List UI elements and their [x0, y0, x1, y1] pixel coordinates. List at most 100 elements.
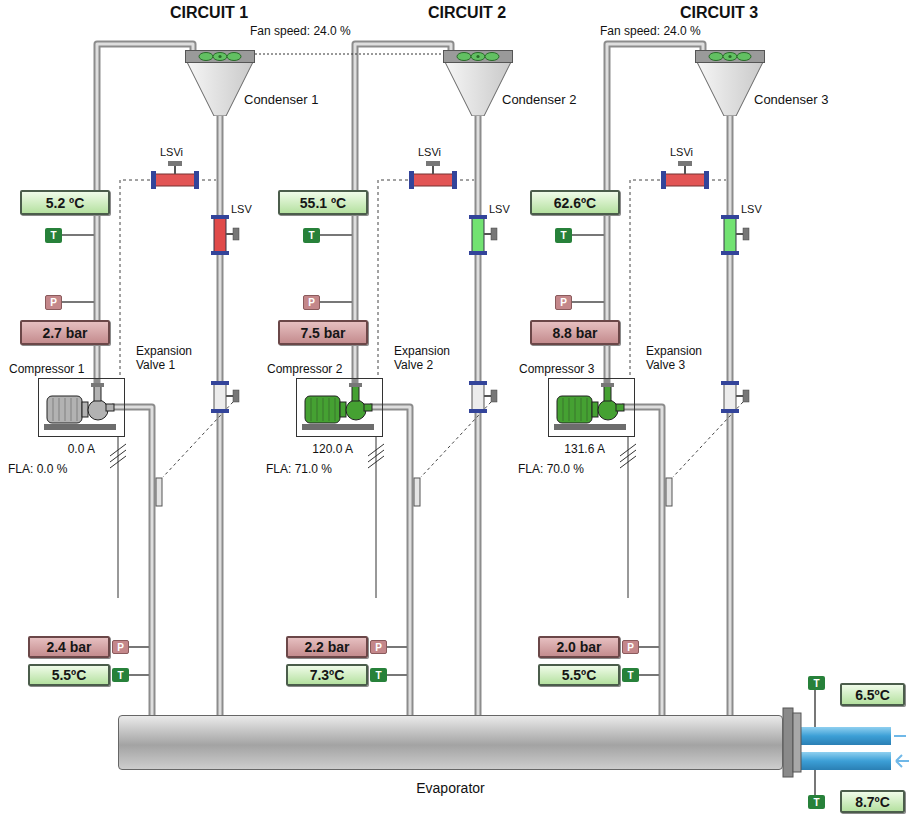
compressor-box: Compressor 1	[38, 378, 125, 437]
valve-label: LSVi	[160, 146, 183, 158]
fan-speed: Fan speed: 24.0 %	[600, 24, 701, 38]
pressure-sensor: P	[303, 295, 320, 310]
evaporator: Evaporator	[118, 715, 783, 770]
circuit-hardware	[60, 161, 239, 675]
refrigerant-pipe	[125, 407, 152, 715]
node-text: 2.4 bar	[46, 639, 91, 655]
temperature-sensor: T	[808, 795, 825, 809]
node-text: 8.8 bar	[552, 325, 597, 341]
valve-label: LSVi	[670, 146, 693, 158]
circuit-hardware	[318, 161, 497, 675]
temperature-sensor: T	[303, 228, 320, 243]
node-text: P	[375, 642, 382, 653]
node-text: T	[50, 230, 56, 241]
compressor-symbol	[44, 383, 116, 430]
temperature-display: 62.6ºC	[530, 190, 620, 215]
node-text: Condenser 2	[502, 92, 576, 107]
circuit-title: CIRCUIT 3	[680, 4, 758, 22]
pressure-display: 2.2 bar	[286, 636, 368, 658]
node-text: T	[560, 230, 566, 241]
temperature-display: 8.7ºC	[840, 790, 905, 813]
pressure-display: 8.8 bar	[530, 320, 620, 345]
current-reading: 131.6 A	[525, 442, 605, 456]
pressure-display: 2.4 bar	[28, 636, 110, 658]
compressor-symbol	[302, 383, 374, 430]
pressure-sensor: P	[622, 640, 639, 654]
refrigerant-pipe	[635, 407, 662, 715]
node-text: P	[308, 297, 315, 308]
temperature-sensor: T	[622, 668, 639, 682]
node-text: 55.1 ºC	[300, 195, 346, 211]
compressor-box: Compressor 3	[548, 378, 635, 437]
circuit-title: CIRCUIT 1	[170, 4, 248, 22]
node-text: 2.2 bar	[304, 639, 349, 655]
temperature-display: 5.2 ºC	[20, 190, 110, 215]
refrigerant-pipe	[97, 44, 193, 378]
fan-link	[255, 54, 443, 55]
temperature-sensor: T	[45, 228, 62, 243]
temperature-sensor: T	[112, 668, 129, 682]
current-reading: 120.0 A	[273, 442, 353, 456]
load-reading: FLA: 70.0 %	[518, 462, 584, 476]
solenoid-valve	[211, 215, 239, 255]
solenoid-valve	[469, 215, 497, 255]
node-text: Compressor 1	[9, 362, 84, 376]
node-text: Condenser 1	[244, 92, 318, 107]
temperature-display: 7.3ºC	[286, 664, 368, 686]
pressure-sensor: P	[112, 640, 129, 654]
load-reading: FLA: 0.0 %	[8, 462, 67, 476]
temperature-display: 6.5ºC	[840, 683, 905, 706]
current-reading: 0.0 A	[15, 442, 95, 456]
node-text: Evaporator	[119, 780, 782, 796]
node-text: T	[375, 670, 381, 681]
condenser: Condenser 1	[185, 50, 255, 116]
temperature-sensor: T	[370, 668, 387, 682]
pressure-display: 2.7 bar	[20, 320, 110, 345]
solenoid-valve	[721, 215, 749, 255]
node-text: 8.7ºC	[855, 794, 890, 810]
compressor-symbol	[554, 383, 626, 430]
valve-label: Expansion Valve 2	[394, 344, 470, 372]
temperature-display: 5.5ºC	[538, 664, 620, 686]
valve-label: LSVi	[418, 146, 441, 158]
node-text: Compressor 3	[519, 362, 594, 376]
pressure-sensor: P	[555, 295, 572, 310]
pressure-display: 2.0 bar	[538, 636, 620, 658]
node-text: 5.2 ºC	[46, 195, 85, 211]
node-text: 62.6ºC	[554, 195, 596, 211]
valve-label: Expansion Valve 3	[646, 344, 722, 372]
node-text: T	[813, 678, 819, 689]
circuit-hardware	[570, 161, 749, 675]
fan-speed: Fan speed: 24.0 %	[250, 24, 351, 38]
load-reading: FLA: 71.0 %	[266, 462, 332, 476]
node-text: T	[117, 670, 123, 681]
node-text: T	[813, 797, 819, 808]
pressure-display: 7.5 bar	[278, 320, 368, 345]
condenser: Condenser 2	[443, 50, 513, 116]
valve-label: LSV	[741, 203, 762, 215]
node-text: 7.3ºC	[310, 667, 345, 683]
node-text: P	[627, 642, 634, 653]
node-text: 6.5ºC	[855, 687, 890, 703]
node-text: T	[308, 230, 314, 241]
node-text: 2.7 bar	[42, 325, 87, 341]
refrigerant-pipe	[355, 44, 451, 378]
node-text: Compressor 2	[267, 362, 342, 376]
pressure-sensor: P	[45, 295, 62, 310]
compressor-box: Compressor 2	[296, 378, 383, 437]
node-text: 2.0 bar	[556, 639, 601, 655]
temperature-sensor: T	[808, 676, 825, 690]
refrigerant-pipe	[607, 44, 703, 378]
condenser: Condenser 3	[695, 50, 765, 116]
temperature-display: 5.5ºC	[28, 664, 110, 686]
node-text: T	[627, 670, 633, 681]
valve-label: LSV	[489, 203, 510, 215]
node-text: 7.5 bar	[300, 325, 345, 341]
pressure-sensor: P	[370, 640, 387, 654]
node-text: P	[560, 297, 567, 308]
valve-label: LSV	[231, 203, 252, 215]
temperature-sensor: T	[555, 228, 572, 243]
